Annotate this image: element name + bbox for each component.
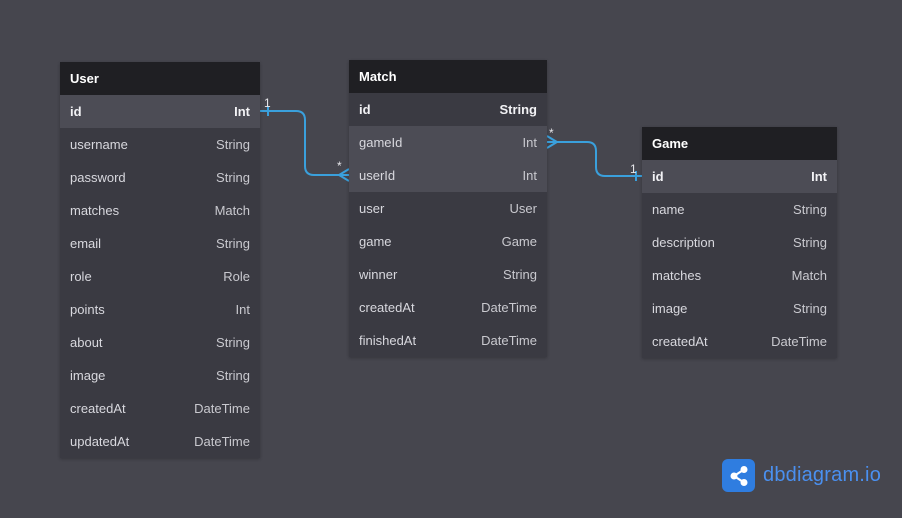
field-type: Role	[223, 269, 250, 284]
field-name: gameId	[359, 135, 403, 150]
table-user-row-updatedat[interactable]: updatedAt DateTime	[60, 425, 260, 458]
table-game-row-image[interactable]: image String	[642, 292, 837, 325]
table-game-row-name[interactable]: name String	[642, 193, 837, 226]
field-type: String	[216, 137, 250, 152]
field-type: String	[503, 267, 537, 282]
field-name: userId	[359, 168, 396, 183]
table-match-row-id[interactable]: id String	[349, 93, 547, 126]
relation-user-match-to-card: *	[337, 159, 342, 173]
field-type: DateTime	[481, 333, 537, 348]
field-name: game	[359, 234, 392, 249]
table-user[interactable]: User id Int username String password Str…	[60, 62, 260, 458]
field-name: finishedAt	[359, 333, 417, 348]
field-type: String	[793, 202, 827, 217]
field-type: Game	[501, 234, 537, 249]
table-match-row-gameid[interactable]: gameId Int	[349, 126, 547, 159]
field-name: matches	[652, 268, 702, 283]
table-game-row-id[interactable]: id Int	[642, 160, 837, 193]
field-name: description	[652, 235, 715, 250]
field-name: createdAt	[652, 334, 708, 349]
field-type: DateTime	[194, 401, 250, 416]
field-type: DateTime	[194, 434, 250, 449]
field-type: String	[499, 102, 537, 117]
table-user-row-about[interactable]: about String	[60, 326, 260, 359]
brand-logo[interactable]: dbdiagram.io	[722, 459, 881, 492]
field-name: username	[70, 137, 128, 152]
field-type: Match	[791, 268, 827, 283]
table-match-row-user[interactable]: user User	[349, 192, 547, 225]
table-user-row-matches[interactable]: matches Match	[60, 194, 260, 227]
table-match-header[interactable]: Match	[349, 60, 547, 93]
field-name: role	[70, 269, 92, 284]
field-name: createdAt	[70, 401, 126, 416]
relation-game-match-from-card: 1	[630, 162, 637, 176]
table-user-row-createdat[interactable]: createdAt DateTime	[60, 392, 260, 425]
field-type: Match	[214, 203, 250, 218]
table-user-row-email[interactable]: email String	[60, 227, 260, 260]
field-type: Int	[234, 104, 250, 119]
field-type: Int	[811, 169, 827, 184]
field-type: User	[509, 201, 537, 216]
table-user-row-username[interactable]: username String	[60, 128, 260, 161]
table-game[interactable]: Game id Int name String description Stri…	[642, 127, 837, 358]
field-type: String	[793, 301, 827, 316]
field-type: String	[216, 236, 250, 251]
table-match[interactable]: Match id String gameId Int userId Int us…	[349, 60, 547, 357]
field-name: about	[70, 335, 103, 350]
relation-game-match-line[interactable]	[547, 141, 642, 177]
field-name: createdAt	[359, 300, 415, 315]
table-game-row-matches[interactable]: matches Match	[642, 259, 837, 292]
field-type: Int	[235, 302, 250, 317]
table-user-row-image[interactable]: image String	[60, 359, 260, 392]
field-type: DateTime	[481, 300, 537, 315]
relation-user-match-from-card: 1	[264, 96, 271, 110]
relation-user-match-crowfoot	[337, 168, 350, 182]
table-match-row-winner[interactable]: winner String	[349, 258, 547, 291]
field-name: winner	[359, 267, 398, 282]
table-game-row-createdat[interactable]: createdAt DateTime	[642, 325, 837, 358]
table-user-row-id[interactable]: id Int	[60, 95, 260, 128]
table-match-row-finishedat[interactable]: finishedAt DateTime	[349, 324, 547, 357]
field-type: String	[216, 170, 250, 185]
field-type: String	[216, 335, 250, 350]
table-match-row-createdat[interactable]: createdAt DateTime	[349, 291, 547, 324]
field-name: updatedAt	[70, 434, 130, 449]
field-name: id	[652, 169, 664, 184]
table-user-row-points[interactable]: points Int	[60, 293, 260, 326]
table-user-header[interactable]: User	[60, 62, 260, 95]
table-game-header[interactable]: Game	[642, 127, 837, 160]
field-name: id	[359, 102, 371, 117]
table-match-row-userid[interactable]: userId Int	[349, 159, 547, 192]
field-name: id	[70, 104, 82, 119]
brand-name: dbdiagram.io	[763, 464, 882, 486]
table-user-row-password[interactable]: password String	[60, 161, 260, 194]
field-type: Int	[522, 168, 537, 183]
field-name: name	[652, 202, 685, 217]
field-name: image	[652, 301, 688, 316]
field-type: DateTime	[771, 334, 827, 349]
table-user-row-role[interactable]: role Role	[60, 260, 260, 293]
field-name: password	[70, 170, 126, 185]
field-type: Int	[522, 135, 537, 150]
relation-game-match-crowfoot	[546, 135, 559, 149]
table-match-row-game[interactable]: game Game	[349, 225, 547, 258]
field-type: String	[216, 368, 250, 383]
field-name: user	[359, 201, 385, 216]
field-name: image	[70, 368, 106, 383]
field-name: matches	[70, 203, 120, 218]
field-name: points	[70, 302, 105, 317]
field-name: email	[70, 236, 102, 251]
table-game-row-description[interactable]: description String	[642, 226, 837, 259]
relation-game-match-to-card: *	[549, 126, 554, 140]
relation-user-match-line[interactable]	[260, 110, 349, 176]
field-type: String	[793, 235, 827, 250]
share-nodes-icon	[722, 459, 755, 492]
